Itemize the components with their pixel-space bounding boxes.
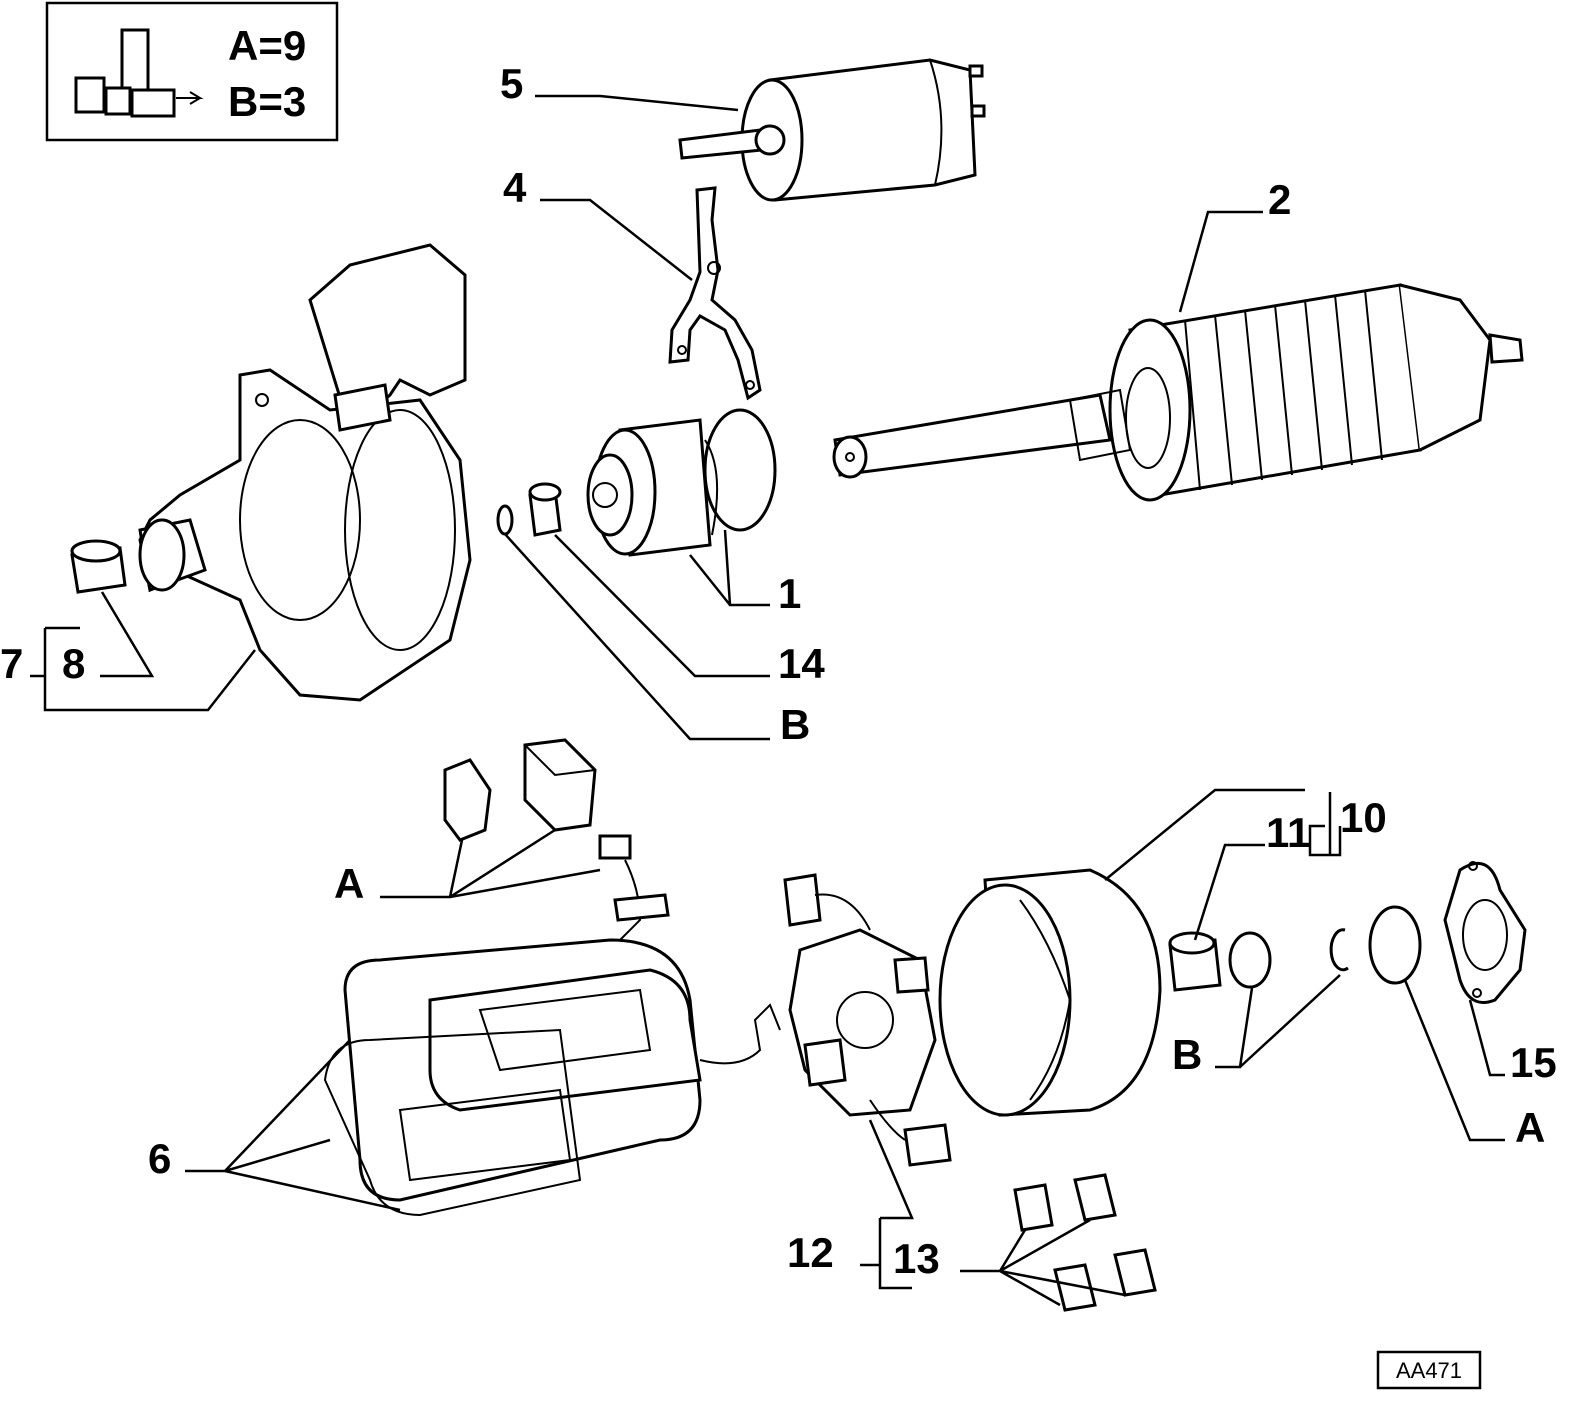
label-8: 8 [62, 640, 85, 687]
bushing-part [528, 482, 562, 537]
label-b-top: B [780, 701, 810, 748]
label-5: 5 [500, 60, 523, 107]
reference-code: AA471 [1396, 1358, 1462, 1383]
label-15: 15 [1510, 1039, 1557, 1086]
reference-code-box: AA471 [1376, 1350, 1482, 1390]
label-b-right: B [1172, 1031, 1202, 1078]
washer-part [1228, 931, 1272, 989]
label-13: 13 [893, 1235, 940, 1282]
snap-ring-part [496, 504, 514, 536]
solenoid-part [678, 58, 986, 202]
legend-line-a: A=9 [228, 22, 306, 69]
lubricant-icon [74, 28, 204, 118]
label-7: 7 [0, 640, 23, 687]
label-6: 6 [148, 1135, 171, 1182]
end-bushing-part [1168, 931, 1222, 992]
armature-part [832, 283, 1524, 502]
end-cover-part [938, 868, 1162, 1117]
lock-washer-part [1329, 928, 1349, 972]
drive-pinion-part [586, 408, 777, 557]
label-11: 11 [1266, 809, 1310, 856]
bush-part [70, 539, 127, 594]
fork-lever-part [668, 186, 762, 401]
drive-housing-part [138, 243, 472, 702]
label-4: 4 [503, 164, 527, 211]
label-2: 2 [1268, 176, 1291, 223]
legend-line-b: B=3 [228, 78, 306, 125]
brush-holder-part [783, 873, 952, 1167]
end-plate-part [1443, 861, 1527, 1004]
label-10: 10 [1340, 794, 1387, 841]
label-1: 1 [778, 570, 801, 617]
label-12: 12 [787, 1229, 834, 1276]
label-a-left: A [334, 860, 364, 907]
label-a-right: A [1515, 1104, 1545, 1151]
seal-ring-part [1368, 905, 1422, 985]
brushes-part [1013, 1173, 1157, 1312]
insulator-part [443, 738, 597, 842]
field-coils-part [323, 834, 781, 1217]
leader-lines [30, 94, 1505, 1307]
label-14: 14 [778, 640, 825, 687]
legend-box: A=9 B=3 [45, 1, 339, 142]
